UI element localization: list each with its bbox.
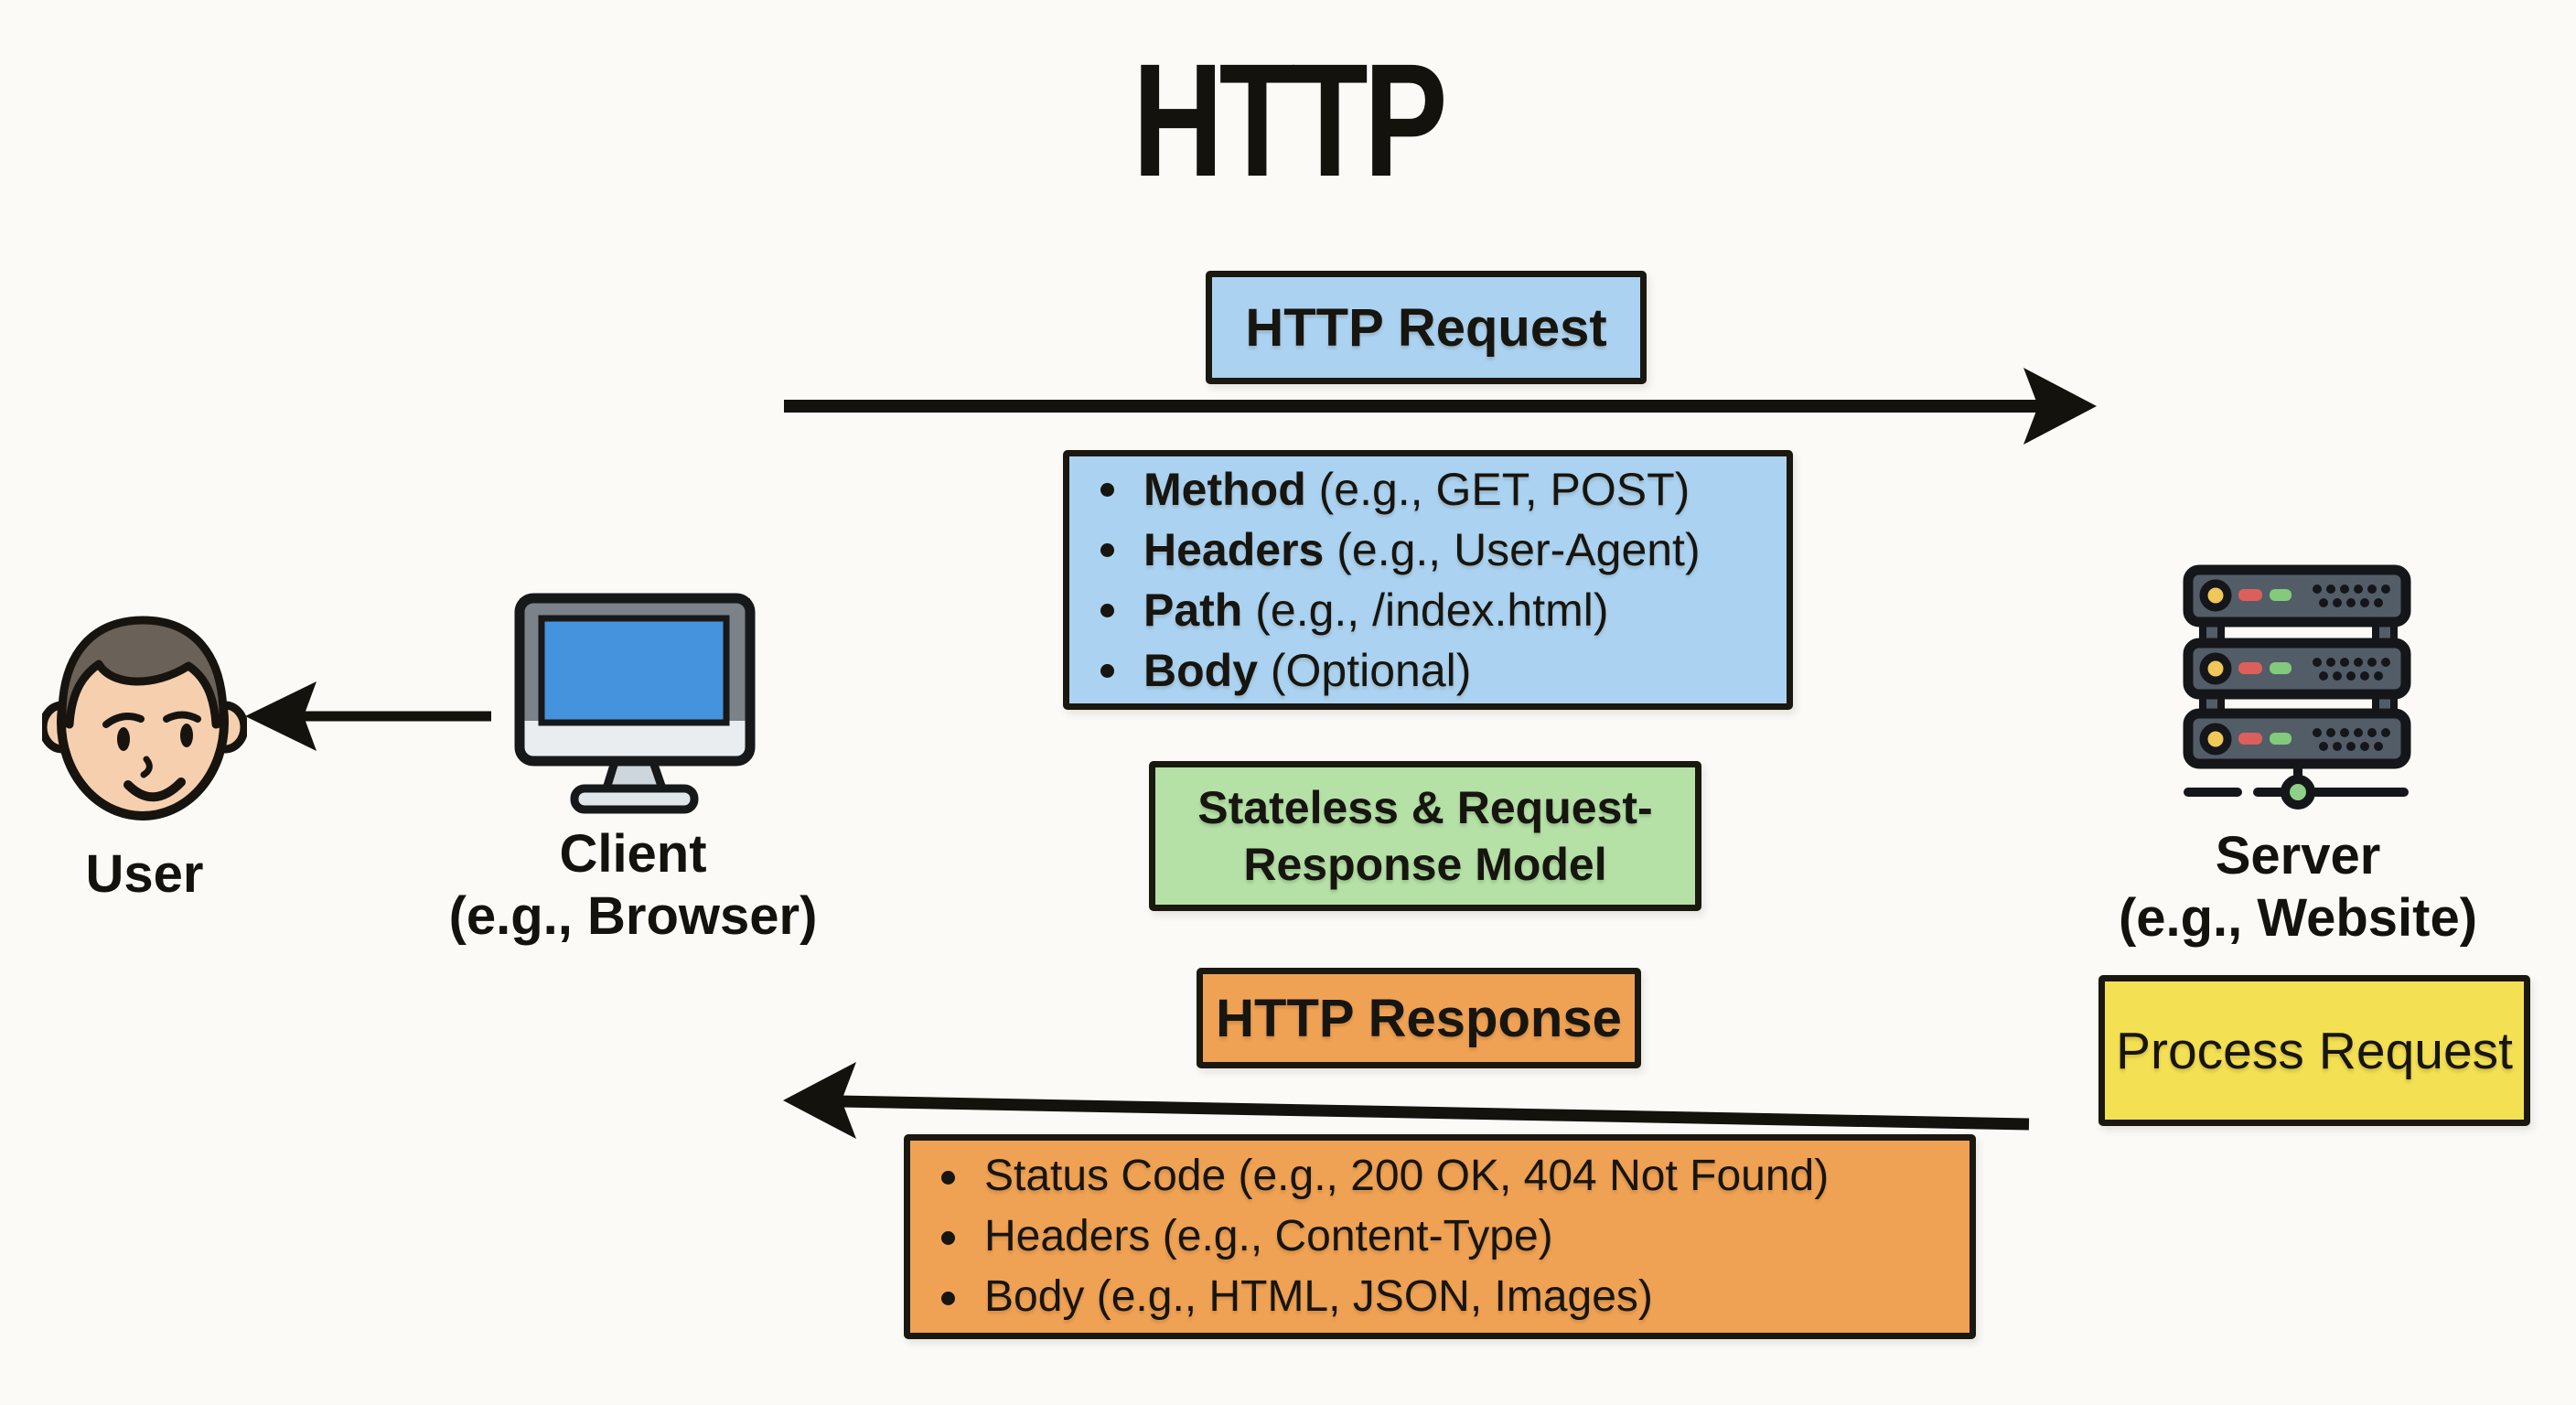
actor-subname: (e.g., Website): [2118, 888, 2478, 948]
http-request-label: HTTP Request: [1245, 297, 1607, 358]
response-detail-text: Body (e.g., HTML, JSON, Images): [984, 1272, 1653, 1321]
http-request-box: HTTP Request: [1206, 271, 1647, 384]
request-details-list: Method (e.g., GET, POST) Headers (e.g., …: [1069, 459, 1787, 701]
response-details-box: Status Code (e.g., 200 OK, 404 Not Found…: [904, 1134, 1976, 1339]
bullet-icon: [1100, 483, 1114, 497]
request-detail-keyword: Path: [1143, 585, 1243, 636]
request-detail-rest: (e.g., User-Agent): [1324, 524, 1701, 575]
http-response-arrow: [783, 1062, 2030, 1139]
actor-name: Client: [559, 824, 707, 884]
list-item: Status Code (e.g., 200 OK, 404 Not Found…: [934, 1146, 1942, 1207]
page-title: HTTP: [1132, 31, 1447, 210]
response-detail-text: Status Code (e.g., 200 OK, 404 Not Found…: [984, 1152, 1830, 1200]
request-detail-keyword: Method: [1143, 464, 1306, 515]
server-label: Server (e.g., Website): [2092, 825, 2504, 949]
actor-name: User: [85, 844, 204, 904]
stateless-model-box: Stateless & Request- Response Model: [1149, 761, 1701, 911]
process-request-label: Process Request: [2115, 1021, 2514, 1080]
server-rack-icon: [2183, 564, 2411, 810]
list-item: Body (e.g., HTML, JSON, Images): [934, 1267, 1942, 1327]
process-request-box: Process Request: [2098, 975, 2530, 1126]
bullet-icon: [1100, 664, 1114, 678]
model-note-line: Response Model: [1243, 839, 1607, 890]
model-note-line: Stateless & Request-: [1197, 782, 1653, 833]
request-detail-rest: (e.g., GET, POST): [1305, 464, 1690, 515]
bullet-icon: [941, 1171, 955, 1185]
request-detail-rest: (Optional): [1258, 645, 1472, 696]
actor-name: Server: [2215, 826, 2381, 885]
bullet-icon: [1100, 543, 1114, 557]
actor-subname: (e.g., Browser): [448, 886, 818, 946]
list-item: Headers (e.g., User-Agent): [1093, 520, 1759, 580]
response-detail-text: Headers (e.g., Content-Type): [984, 1212, 1553, 1260]
response-details-list: Status Code (e.g., 200 OK, 404 Not Found…: [910, 1146, 1970, 1327]
list-item: Body (Optional): [1093, 640, 1759, 701]
list-item: Path (e.g., /index.html): [1093, 580, 1759, 640]
user-label: User: [35, 843, 254, 906]
list-item: Method (e.g., GET, POST): [1093, 459, 1759, 520]
request-detail-keyword: Headers: [1143, 524, 1325, 575]
client-monitor-icon: [514, 593, 756, 814]
user-avatar-icon: [42, 616, 247, 820]
bullet-icon: [1100, 604, 1114, 617]
request-detail-keyword: Body: [1143, 645, 1258, 696]
request-details-box: Method (e.g., GET, POST) Headers (e.g., …: [1063, 450, 1793, 710]
request-detail-rest: (e.g., /index.html): [1242, 585, 1609, 636]
client-to-user-arrow: [245, 681, 491, 751]
http-response-label: HTTP Response: [1216, 988, 1622, 1048]
http-response-box: HTTP Response: [1197, 968, 1641, 1068]
bullet-icon: [941, 1231, 955, 1245]
client-label: Client (e.g., Browser): [427, 823, 839, 948]
bullet-icon: [941, 1292, 955, 1305]
list-item: Headers (e.g., Content-Type): [934, 1207, 1942, 1267]
